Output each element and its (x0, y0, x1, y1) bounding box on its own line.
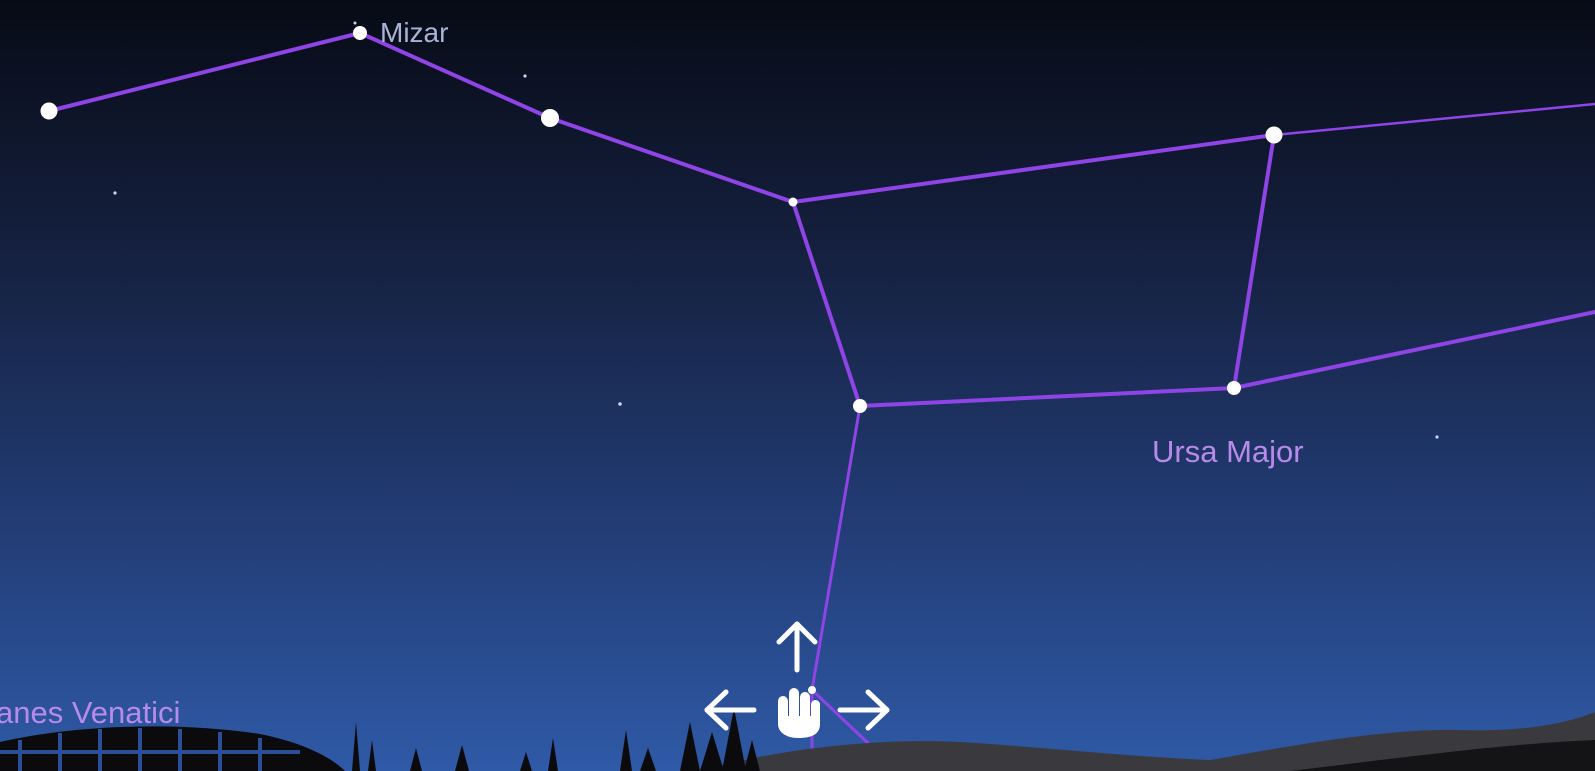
star-mizar[interactable] (353, 26, 367, 40)
background-stars (113, 21, 1439, 439)
constellation-line (548, 116, 795, 204)
horizon-landscape (0, 708, 1595, 771)
constellation-line (810, 404, 862, 692)
hand-icon (778, 688, 820, 738)
faint-star (353, 21, 357, 25)
pan-cursor (704, 621, 890, 738)
constellation-line (1232, 133, 1276, 390)
constellation-line (858, 386, 1236, 408)
arrow-left-icon (704, 689, 757, 731)
hill-dark (1290, 740, 1595, 771)
constellation-label-canes-venatici[interactable]: anes Venatici (0, 695, 180, 730)
constellation-line (791, 200, 862, 408)
star[interactable] (788, 197, 798, 207)
star[interactable] (853, 399, 867, 413)
hill (700, 712, 1595, 771)
constellation-line (47, 31, 362, 113)
faint-star (618, 402, 622, 406)
star[interactable] (40, 102, 58, 120)
star-label-mizar[interactable]: Mizar (380, 17, 448, 48)
star[interactable] (541, 109, 559, 127)
star[interactable] (808, 686, 816, 694)
constellation-line (1272, 102, 1595, 137)
stars-ursa-major (40, 26, 1283, 694)
star[interactable] (1227, 381, 1241, 395)
structure-grid (0, 728, 300, 771)
constellation-line (791, 133, 1276, 204)
faint-star (523, 74, 527, 78)
arrow-up-icon (776, 621, 818, 673)
constellation-label-ursa-major[interactable]: Ursa Major (1152, 434, 1304, 469)
constellation-line (810, 688, 872, 747)
constellation-lines-ursa-major (47, 31, 1595, 771)
trees-silhouette (352, 708, 760, 771)
arrow-right-icon (837, 689, 890, 731)
faint-star (1435, 435, 1439, 439)
star[interactable] (1265, 126, 1283, 144)
faint-star (113, 191, 117, 195)
constellation-line (358, 31, 552, 120)
constellation-line (1232, 310, 1595, 390)
